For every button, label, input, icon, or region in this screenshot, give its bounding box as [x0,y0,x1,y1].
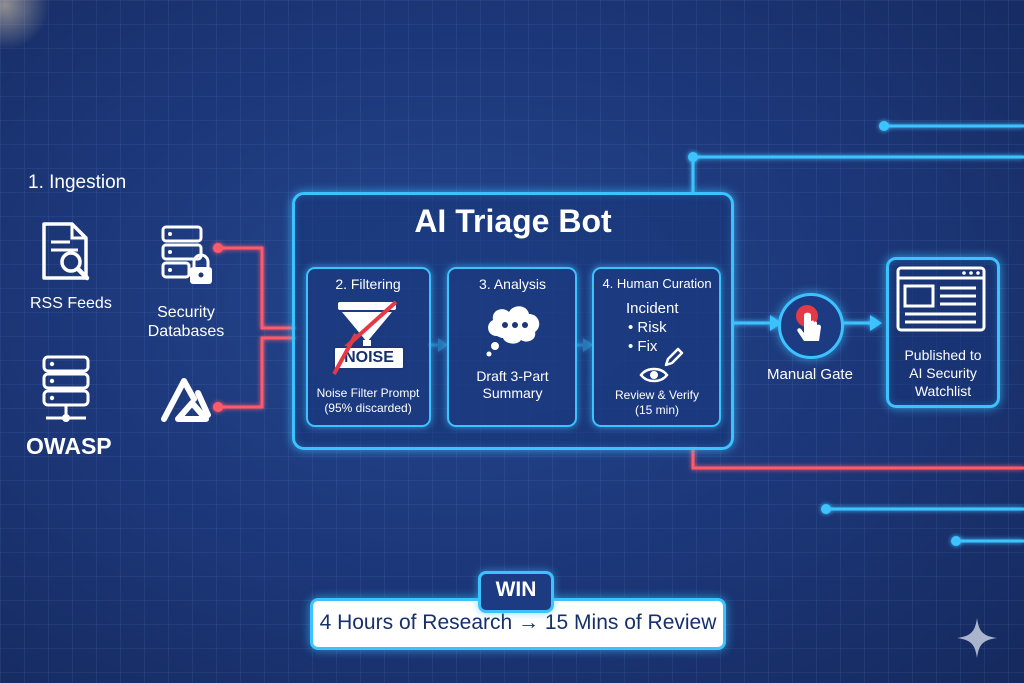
rss-feeds-label: RSS Feeds [30,295,112,312]
brand-logo-icon [161,378,211,422]
server-icon [42,355,90,422]
curation-title: 4. Human Curation [602,276,712,291]
triage-bot-title: AI Triage Bot [414,203,612,239]
published-label: Published to AI Security Watchlist [904,347,982,399]
security-databases-label: Security Databases [147,304,225,340]
analysis-caption: Draft 3-Part Summary [476,368,549,401]
noise-sign-text: NOISE [344,349,394,366]
curation-caption: Review & Verify (15 min) [614,388,700,417]
filtering-caption: Noise Filter Prompt (95% discarded) [316,386,420,415]
database-lock-icon [161,225,212,284]
curation-item: • Risk [628,319,667,336]
curation-item: • Fix [628,338,658,355]
thought-bubble-icon [486,306,540,357]
pencil-icon [664,347,684,367]
sparkle-icon [957,618,997,658]
eye-icon [639,367,669,383]
document-search-icon [42,222,90,281]
browser-window-icon [896,266,986,332]
curation-item: Incident [626,300,679,317]
analysis-title: 3. Analysis [479,276,546,292]
manual-gate-label: Manual Gate [767,366,853,383]
analysis-stage [447,267,577,427]
click-hand-icon [796,305,821,341]
published-box [886,257,1000,408]
win-badge: WIN [478,571,554,613]
strike-line [332,333,358,375]
filtering-title: 2. Filtering [335,276,401,292]
ingestion-title: 1. Ingestion [28,172,127,193]
curation-stage [592,267,721,427]
owasp-label: OWASP [26,433,112,459]
